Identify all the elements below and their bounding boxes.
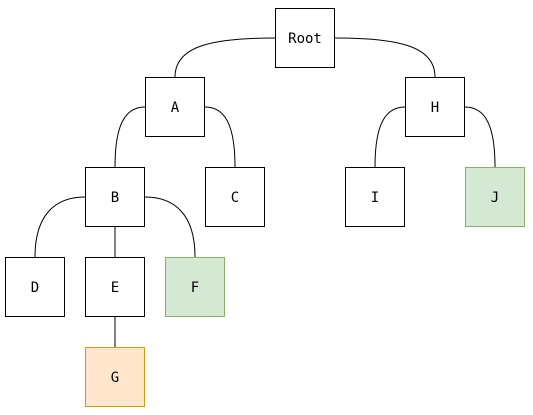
node-label-h: H	[431, 100, 439, 116]
node-box-b	[85, 167, 145, 227]
node-g: G	[85, 347, 145, 407]
node-box-f	[165, 257, 225, 317]
edge-b-f	[144, 196, 196, 258]
tree-edges	[34, 37, 496, 347]
edge-a-c	[204, 106, 236, 168]
node-box-g	[85, 347, 145, 407]
node-box-d	[5, 257, 65, 317]
node-root: Root	[275, 8, 335, 68]
node-label-i: I	[371, 190, 379, 206]
node-box-j	[465, 167, 525, 227]
node-box-i	[345, 167, 405, 227]
node-d: D	[5, 257, 65, 317]
node-label-c: C	[231, 190, 239, 206]
node-e: E	[85, 257, 145, 317]
node-label-d: D	[31, 280, 39, 296]
node-h: H	[405, 77, 465, 137]
edge-h-i	[374, 106, 406, 168]
node-j: J	[465, 167, 525, 227]
node-box-e	[85, 257, 145, 317]
node-a: A	[145, 77, 205, 137]
node-box-a	[145, 77, 205, 137]
node-i: I	[345, 167, 405, 227]
edge-root-a	[174, 37, 276, 78]
edge-h-j	[464, 106, 496, 168]
node-label-a: A	[171, 100, 180, 116]
node-f: F	[165, 257, 225, 317]
edge-a-b	[114, 106, 146, 168]
node-box-c	[205, 167, 265, 227]
node-label-e: E	[111, 280, 119, 296]
node-label-f: F	[191, 280, 199, 296]
node-box-h	[405, 77, 465, 137]
node-label-g: G	[111, 370, 119, 386]
node-label-root: Root	[288, 31, 322, 47]
edge-root-h	[334, 37, 436, 78]
node-label-j: J	[491, 190, 499, 206]
node-b: B	[85, 167, 145, 227]
edge-b-d	[34, 196, 86, 258]
node-label-b: B	[111, 190, 119, 206]
node-c: C	[205, 167, 265, 227]
node-box-root	[275, 8, 335, 68]
